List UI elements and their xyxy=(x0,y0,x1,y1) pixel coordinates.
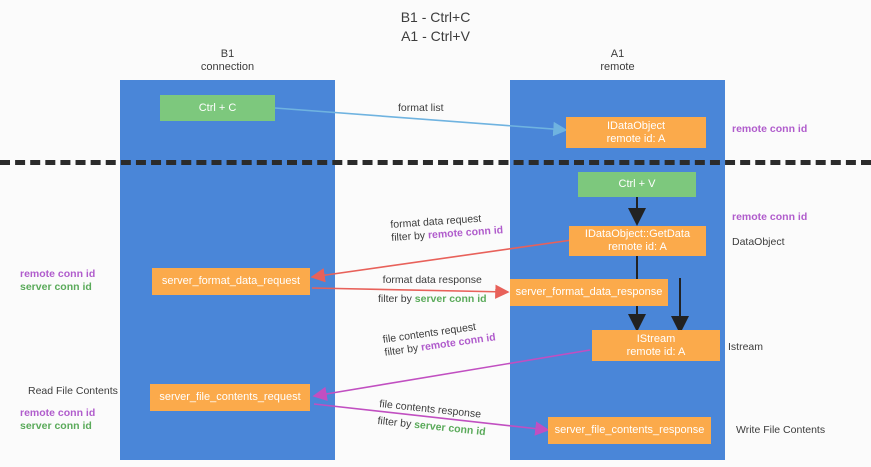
node-idataobject-line1: IDataObject xyxy=(606,119,666,132)
node-istream-line2: remote id: A xyxy=(626,345,686,358)
node-server-format-data-response-label: server_format_data_response xyxy=(515,286,663,298)
node-server-format-data-response[interactable]: server_format_data_response xyxy=(510,279,668,306)
annotation-right-remote-conn-id-mid: remote conn id xyxy=(732,211,808,223)
node-ctrl-c-label: Ctrl + C xyxy=(198,101,237,114)
node-getdata-line2: remote id: A xyxy=(608,241,667,253)
node-server-file-contents-request-label: server_file_contents_request xyxy=(159,391,301,403)
node-idataobject-getdata[interactable]: IDataObject::GetData remote id: A xyxy=(569,226,706,256)
node-ctrl-v-label: Ctrl + V xyxy=(618,178,656,190)
section-divider xyxy=(0,160,871,165)
annotation-right-dataobject: DataObject xyxy=(732,236,785,248)
filter-value-server-conn-id: server conn id xyxy=(414,293,487,305)
edge-label-file-contents-response: file contents response filter by server … xyxy=(377,398,488,439)
node-server-file-contents-response[interactable]: server_file_contents_response xyxy=(548,417,711,444)
edge-label-file-contents-request: file contents request filter by remote c… xyxy=(382,318,497,359)
edge-label-format-list-text: format list xyxy=(398,102,444,114)
annotation-left-remote-conn-id-mid: remote conn id xyxy=(20,268,96,280)
node-idataobject-line2: remote id: A xyxy=(606,132,666,145)
lane-heading-a1: A1 remote xyxy=(600,48,635,73)
node-ctrl-c[interactable]: Ctrl + C xyxy=(160,95,275,121)
node-server-format-data-request-label: server_format_data_request xyxy=(161,275,301,287)
annotation-left-server-conn-id-bot: server conn id xyxy=(20,420,92,432)
filter-prefix: filter by xyxy=(378,293,415,305)
filter-prefix: filter by xyxy=(390,229,429,244)
annotation-right-istream: Istream xyxy=(728,341,764,353)
node-server-file-contents-response-label: server_file_contents_response xyxy=(554,424,705,436)
annotation-right-remote-conn-id-top: remote conn id xyxy=(732,123,808,135)
edge-label-format-data-response: format data response filter by server co… xyxy=(378,274,487,306)
node-ctrl-v[interactable]: Ctrl + V xyxy=(578,172,696,197)
filter-prefix: filter by xyxy=(376,414,415,431)
node-getdata-line1: IDataObject::GetData xyxy=(584,228,691,240)
edge-label-format-data-response-filter: filter by server conn id xyxy=(378,293,487,306)
diagram-title: B1 - Ctrl+C A1 - Ctrl+V xyxy=(400,9,471,44)
edge-label-format-list: format list xyxy=(398,102,444,115)
edge-label-format-data-request: format data request filter by remote con… xyxy=(390,211,504,245)
node-istream-line1: IStream xyxy=(636,332,676,345)
node-server-file-contents-request[interactable]: server_file_contents_request xyxy=(150,384,310,411)
annotation-right-write-file-contents: Write File Contents xyxy=(736,424,826,436)
lane-heading-b1: B1 connection xyxy=(200,48,255,73)
node-istream[interactable]: IStream remote id: A xyxy=(592,330,720,361)
edge-label-format-data-response-text: format data response xyxy=(382,274,482,286)
node-idataobject[interactable]: IDataObject remote id: A xyxy=(566,117,706,148)
annotation-left-server-conn-id-mid: server conn id xyxy=(20,281,92,293)
annotation-left-read-file-contents: Read File Contents xyxy=(28,385,118,397)
filter-value-server-conn-id: server conn id xyxy=(413,418,487,439)
node-server-format-data-request[interactable]: server_format_data_request xyxy=(152,268,310,295)
annotation-left-remote-conn-id-bot: remote conn id xyxy=(20,407,96,419)
